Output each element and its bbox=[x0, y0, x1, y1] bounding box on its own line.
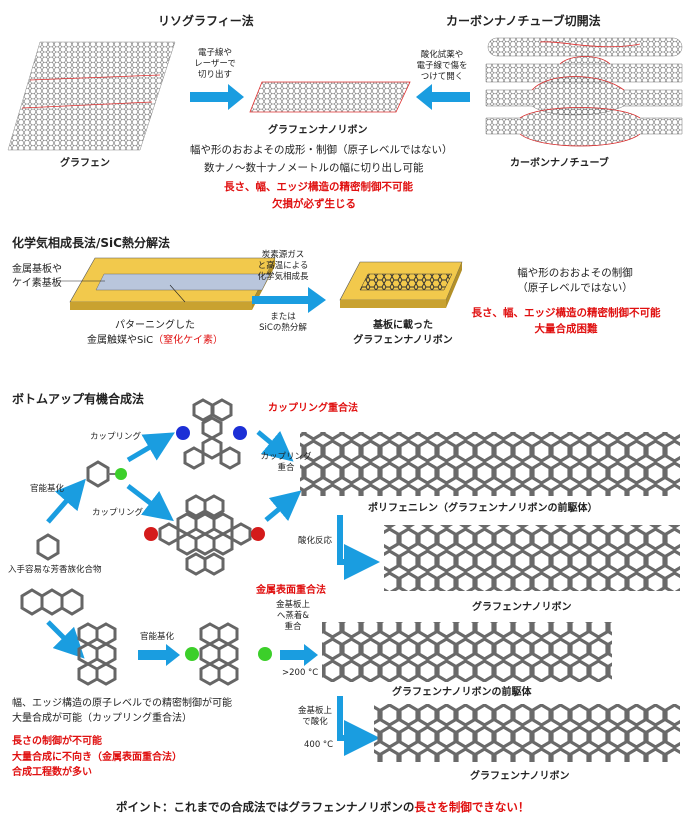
phenyl-ring bbox=[86, 460, 110, 488]
coupling-label-1: カップリング bbox=[90, 432, 142, 442]
cvd-result-label: 基板に載った グラフェンナノリボン bbox=[353, 320, 453, 346]
gnr-precursor-label: グラフェンナノリボンの前駆体 bbox=[392, 687, 532, 698]
arrow-right-icon bbox=[190, 84, 244, 110]
arrow-left-icon bbox=[416, 84, 470, 110]
cvd-arrow-label-or: または SiCの熱分解 bbox=[259, 312, 307, 334]
arrow-up-right-icon bbox=[126, 432, 175, 463]
point-highlight: 長さを制御できない！ bbox=[414, 800, 530, 814]
gnr-on-substrate bbox=[359, 273, 453, 291]
coupling-method-label: カップリング重合法 bbox=[268, 403, 358, 414]
benzene-ring bbox=[36, 533, 60, 561]
gnr-label-1: グラフェンナノリボン bbox=[472, 602, 572, 613]
monomer-red bbox=[158, 494, 252, 576]
blue-atom-icon bbox=[176, 426, 190, 440]
red-atom-icon bbox=[144, 527, 158, 541]
cvd-arrow-label: 炭素源ガス と高温による 化学気相成長 bbox=[257, 250, 309, 283]
polyphenylene-label: ポリフェニレン（グラフェンナノリボンの前駆体） bbox=[368, 503, 598, 514]
cut-line bbox=[21, 101, 153, 109]
green-atom-icon bbox=[258, 647, 272, 661]
functionalized-bianthracene bbox=[199, 622, 239, 686]
temperature-label-2: 400 °C bbox=[304, 740, 334, 750]
oxidation-label: 酸化反応 bbox=[298, 536, 333, 546]
top-red-2: 欠損が必ず生じる bbox=[272, 198, 356, 210]
gnr-product-2 bbox=[374, 704, 680, 762]
green-atom-icon bbox=[115, 468, 127, 480]
blue-atom-icon bbox=[233, 426, 247, 440]
arrow-l-icon bbox=[337, 515, 380, 580]
bottom-description: 幅、エッジ構造の原子レベルでの精密制御が可能 大量合成が可能（カップリング重合法… bbox=[12, 698, 232, 724]
polyphenylene-precursor bbox=[300, 432, 680, 496]
bottom-red-text: 長さの制御が不可能 大量合成に不向き（金属表面重合法） 合成工程数が多い bbox=[12, 736, 182, 778]
cnt-tube bbox=[485, 107, 683, 147]
top-description-2: 数ナノ～数十ナノメートルの幅に切り出し可能 bbox=[204, 162, 424, 174]
cvd-red-text: 長さ、幅、エッジ構造の精密制御不可能 大量合成困難 bbox=[471, 307, 661, 335]
substrate-label: 金属基板や ケイ素基板 bbox=[12, 264, 62, 289]
arrow-down-right-icon bbox=[126, 484, 174, 522]
red-atom-icon bbox=[251, 527, 265, 541]
arrow-label-lithography: 電子線や レーザーで 切り出す bbox=[194, 48, 236, 81]
cnt-label: カーボンナノチューブ bbox=[510, 158, 609, 169]
arrow-right-icon bbox=[138, 644, 180, 666]
gnr-label-top: グラフェンナノリボン bbox=[268, 125, 368, 136]
graphene-sheet bbox=[7, 41, 176, 151]
arrow-down-right-icon bbox=[256, 430, 294, 462]
bianthracene bbox=[77, 622, 117, 686]
arrow-right-icon bbox=[280, 644, 318, 666]
monomer-blue bbox=[183, 398, 241, 470]
arrow-label-cnt: 酸化試薬や 電子線で傷を つけて開く bbox=[416, 50, 468, 83]
temperature-label-1: >200 °C bbox=[282, 668, 319, 678]
functionalize-label-1: 官能基化 bbox=[30, 484, 65, 494]
graphene-label: グラフェン bbox=[60, 158, 110, 169]
green-atom-icon bbox=[185, 647, 199, 661]
anthracene-molecule bbox=[20, 588, 84, 616]
arrow-up-right-icon bbox=[264, 490, 302, 522]
gnr-label-2: グラフェンナノリボン bbox=[470, 771, 570, 782]
graphene-nanoribbon-top bbox=[249, 81, 411, 113]
cnt-cutting-title: カーボンナノチューブ切開法 bbox=[446, 14, 601, 28]
arrow-up-icon bbox=[46, 478, 86, 524]
cnt-tube bbox=[487, 37, 683, 57]
arrow-right-icon bbox=[252, 287, 326, 313]
gold-deposit-label: 金基板上 へ蒸着& 重合 bbox=[275, 600, 310, 633]
patterning-label: パターニングした 金属触媒やSiC（窒化ケイ素） bbox=[87, 320, 223, 346]
top-description-1: 幅や形のおおよその成形・制御（原子レベルではない） bbox=[190, 144, 453, 156]
surface-method-label: 金属表面重合法 bbox=[256, 585, 326, 596]
gold-oxidation-label: 金基板上 で酸化 bbox=[297, 706, 332, 728]
functionalize-label-2: 官能基化 bbox=[140, 632, 175, 642]
cvd-description: 幅や形のおおよその制御 （原子レベルではない） bbox=[517, 267, 633, 295]
arrow-l-icon bbox=[337, 696, 380, 756]
lithography-title: リソグラフィー法 bbox=[158, 14, 254, 28]
cvd-title: 化学気相成長法/SiC熱分解法 bbox=[12, 236, 170, 250]
cut-line bbox=[29, 74, 161, 81]
coupling-label-2: カップリング bbox=[92, 508, 144, 518]
aromatic-label: 入手容易な芳香族化合物 bbox=[8, 565, 102, 575]
point-statement: ポイント：これまでの合成法ではグラフェンナノリボンの長さを制御できない！ bbox=[116, 800, 530, 814]
bottom-up-title: ボトムアップ有機合成法 bbox=[12, 392, 145, 406]
patterned-catalyst-strip bbox=[95, 273, 271, 291]
gnr-precursor bbox=[322, 622, 612, 682]
coupling-polymerization-label: カップリング 重合 bbox=[260, 452, 312, 474]
top-red-1: 長さ、幅、エッジ構造の精密制御不可能 bbox=[224, 181, 413, 193]
arrow-down-right-icon bbox=[46, 620, 85, 659]
gnr-product-1 bbox=[384, 525, 680, 591]
